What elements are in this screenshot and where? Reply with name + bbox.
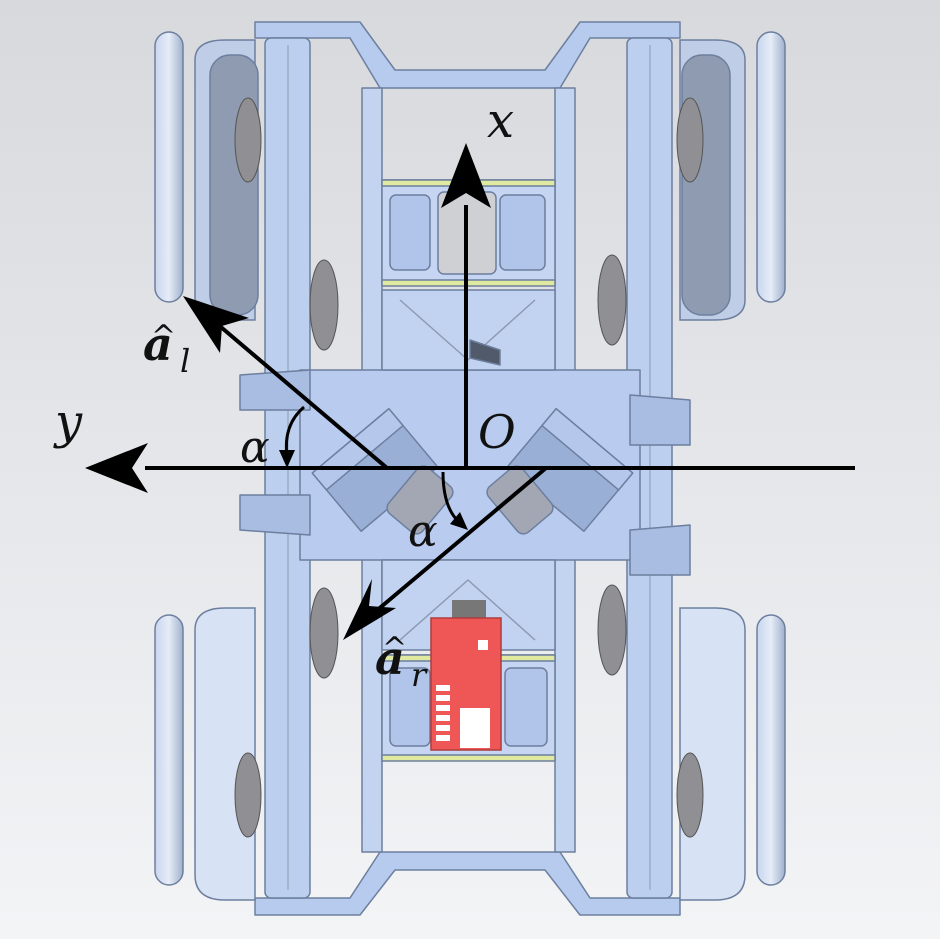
a-left-vector — [183, 296, 389, 470]
wheel-mr — [597, 254, 627, 346]
a-left-arrowhead — [183, 296, 249, 353]
a-right-arrowhead — [343, 579, 396, 640]
wheel-ml — [309, 259, 339, 351]
y-axis-label: y — [53, 394, 83, 450]
leg-top-left — [154, 31, 259, 321]
wheel-tr — [676, 97, 704, 183]
leg-bottom-left — [154, 607, 256, 901]
a-left-label: a — [143, 317, 173, 371]
a-right-subscript: r — [411, 656, 428, 694]
alpha-right-label: α — [408, 506, 438, 557]
a-left-subscript: l — [180, 342, 190, 380]
a-right-vector — [343, 466, 548, 640]
wheel-bbr — [676, 752, 704, 838]
wheels — [234, 97, 704, 838]
alpha-left-label: α — [240, 422, 270, 473]
origin-label: O — [478, 405, 516, 459]
x-axis-line — [441, 143, 491, 468]
alpha-right-arc — [441, 471, 459, 522]
wheel-br — [597, 584, 627, 676]
x-arrowhead — [441, 143, 491, 208]
mid-bumper-left — [239, 369, 311, 411]
leg-top-right — [679, 31, 786, 321]
a-right-hat: ^ — [382, 631, 407, 666]
control-board — [430, 600, 502, 751]
wheel-tl — [234, 97, 262, 183]
x-axis-label: x — [487, 93, 514, 149]
alpha-right-arrowhead — [450, 512, 468, 530]
a-left-hat: ^ — [151, 319, 176, 354]
frame-top — [254, 21, 681, 89]
leg-bottom-right — [679, 607, 786, 901]
alpha-left-arrowhead — [279, 450, 295, 468]
mid-bumper-right — [629, 394, 691, 446]
y-axis-line — [85, 443, 855, 493]
wheel-bbl — [234, 752, 262, 838]
wheel-bl — [309, 587, 339, 679]
a-right-label: a — [375, 631, 405, 685]
y-arrowhead — [85, 443, 148, 493]
